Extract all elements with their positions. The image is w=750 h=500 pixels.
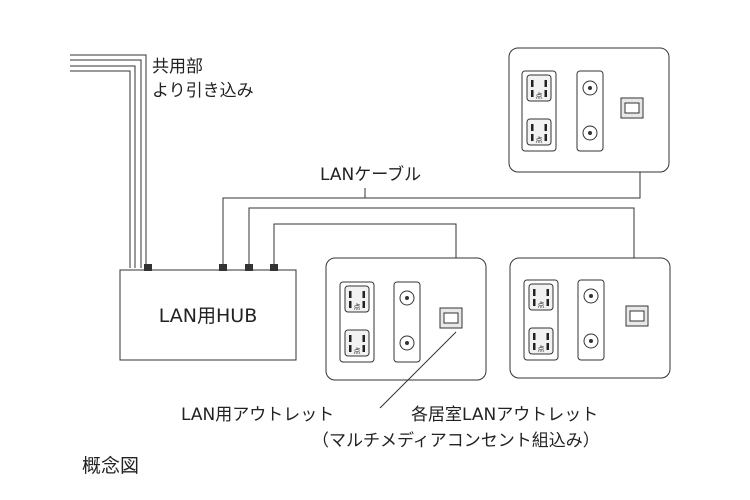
room-outlet-panel-right: 点 点: [509, 257, 671, 379]
diagram-caption: 概念図: [82, 454, 139, 477]
hub-ports: [144, 264, 278, 271]
lan-hub: [119, 269, 297, 361]
room-outlet-label-line1: 各居室LANアウトレット: [411, 405, 598, 425]
feed-label-line2: より引き込み: [152, 81, 254, 101]
feed-cable: [70, 54, 147, 268]
outlet-leader: [379, 331, 457, 409]
lan-cable-label: LANケーブル: [320, 164, 421, 185]
room-outlet-panel-middle: 点 点: [325, 257, 487, 381]
outlet-label: LAN用アウトレット: [181, 405, 334, 425]
lan-cables: [222, 172, 641, 265]
room-outlet-panel-top: 点 点: [508, 47, 670, 173]
feed-label-line1: 共用部: [152, 57, 203, 77]
svg-text:点: 点: [354, 303, 361, 311]
svg-text:点: 点: [354, 347, 361, 355]
room-outlet-label-line2: （マルチメディアコンセント組込み）: [312, 430, 600, 451]
svg-text:点: 点: [536, 136, 543, 144]
svg-text:点: 点: [538, 301, 545, 309]
svg-text:点: 点: [536, 92, 543, 100]
hub-label: LAN用HUB: [159, 305, 257, 327]
svg-text:点: 点: [538, 345, 545, 353]
